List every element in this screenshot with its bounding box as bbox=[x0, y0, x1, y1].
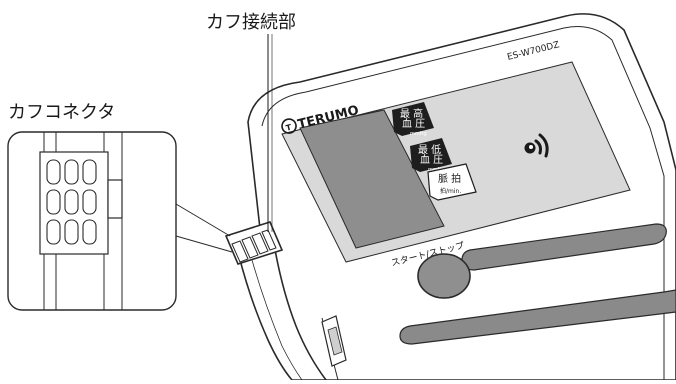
pulse-line1: 脈 拍 bbox=[438, 172, 461, 185]
cuff-connector-label: カフコネクタ bbox=[8, 102, 116, 123]
lower-slot bbox=[399, 289, 676, 345]
cuff-connector-plug bbox=[224, 221, 284, 265]
systolic-unit: mmHg bbox=[410, 131, 427, 137]
terumo-logo-mark bbox=[281, 118, 297, 134]
diastolic-line2: 血 圧 bbox=[420, 153, 443, 166]
pulse-unit: 拍/min. bbox=[440, 187, 461, 195]
diastolic-line1: 最 低 bbox=[418, 143, 441, 156]
cuff-connection-part-label: カフ接続部 bbox=[206, 12, 296, 33]
systolic-line1: 最 高 bbox=[400, 107, 423, 120]
start-stop-button[interactable] bbox=[417, 253, 471, 299]
lcd-display bbox=[299, 109, 445, 249]
zoom-callout-lines bbox=[175, 203, 233, 253]
systolic-line2: 血 圧 bbox=[402, 117, 425, 130]
upper-slot bbox=[461, 223, 667, 271]
systolic-label-tag: 最 高 血 圧 mmHg bbox=[392, 102, 434, 137]
svg-text:T: T bbox=[285, 123, 293, 133]
connector-detail-inset bbox=[7, 131, 177, 311]
wireless-signal-icon bbox=[524, 133, 549, 158]
pulse-label-tag: 脈 拍 拍/min. bbox=[427, 163, 477, 201]
